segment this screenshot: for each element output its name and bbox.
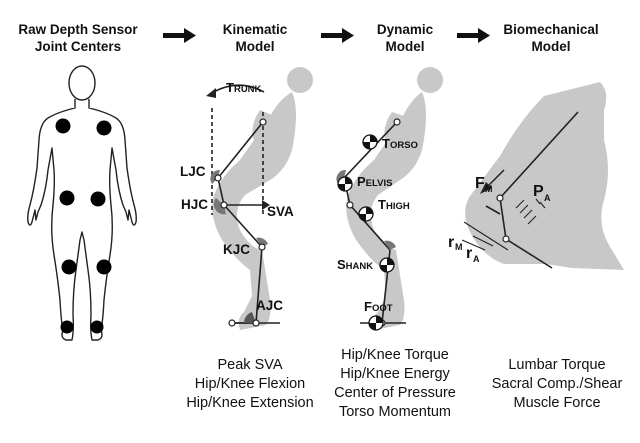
label-ajc: AJC [256, 298, 283, 313]
kinematic-joints [210, 118, 268, 327]
biomech-joints [496, 194, 510, 243]
kinematic-silhouette [212, 67, 313, 330]
body-outline [27, 65, 137, 341]
dynamic-silhouette [346, 67, 443, 330]
com-marker-pelvis-icon [337, 176, 353, 192]
label-torso: TORSO [382, 136, 418, 151]
trunk-arrowhead-icon [206, 88, 216, 98]
label-shank: SHANK [337, 257, 373, 272]
label-fm: F [475, 175, 485, 192]
com-marker-foot-icon [368, 315, 384, 331]
kinematic-outputs: Peak SVA Hip/Knee Flexion Hip/Knee Exten… [186, 357, 314, 411]
label-thigh: THIGH [378, 197, 410, 212]
label-kjc: KJC [223, 242, 250, 257]
label-hjc: HJC [181, 197, 208, 212]
com-marker-shank-icon [379, 257, 395, 273]
com-marker-torso-icon [362, 134, 378, 150]
kinematic-skeleton [211, 84, 280, 324]
label-sva: SVA [267, 204, 294, 219]
arrow-1-icon [163, 28, 196, 43]
label-pa-sub: A [544, 193, 551, 203]
biomechanical-outputs: Lumbar Torque Sacral Comp./Shear Muscle … [491, 357, 623, 411]
label-rm-sub: M [455, 242, 463, 252]
label-pa: P [533, 183, 544, 200]
arrow-2-icon [321, 28, 354, 43]
joint-dots [55, 118, 112, 334]
arrow-3-icon [457, 28, 490, 43]
label-ljc: LJC [180, 164, 206, 179]
stage-title-biomechanical: Biomechanical Model [503, 22, 599, 54]
sva-arrowhead-icon [262, 200, 270, 210]
label-trunk: TRUNK [226, 80, 262, 95]
com-marker-thigh-icon [358, 206, 374, 222]
dynamic-outputs: Hip/Knee Torque Hip/Knee Energy Center o… [334, 347, 456, 420]
label-foot: FOOT [364, 299, 393, 314]
biomech-skeleton [461, 111, 579, 269]
stage-title-dynamic: Dynamic Model [376, 22, 434, 54]
label-fm-sub: M [485, 184, 493, 194]
muscle-force-arrow-icon [480, 169, 505, 194]
label-ra-sub: A [473, 254, 480, 264]
label-ra: r [466, 245, 472, 262]
label-pelvis: PELVIS [357, 174, 392, 189]
stage-title-raw-depth: Raw Depth Sensor Joint Centers [18, 22, 138, 54]
label-rm: r [448, 234, 454, 251]
stage-title-kinematic: Kinematic Model [222, 22, 288, 54]
pressure-arrows-icon [515, 198, 546, 225]
biomech-silhouette [465, 82, 624, 270]
